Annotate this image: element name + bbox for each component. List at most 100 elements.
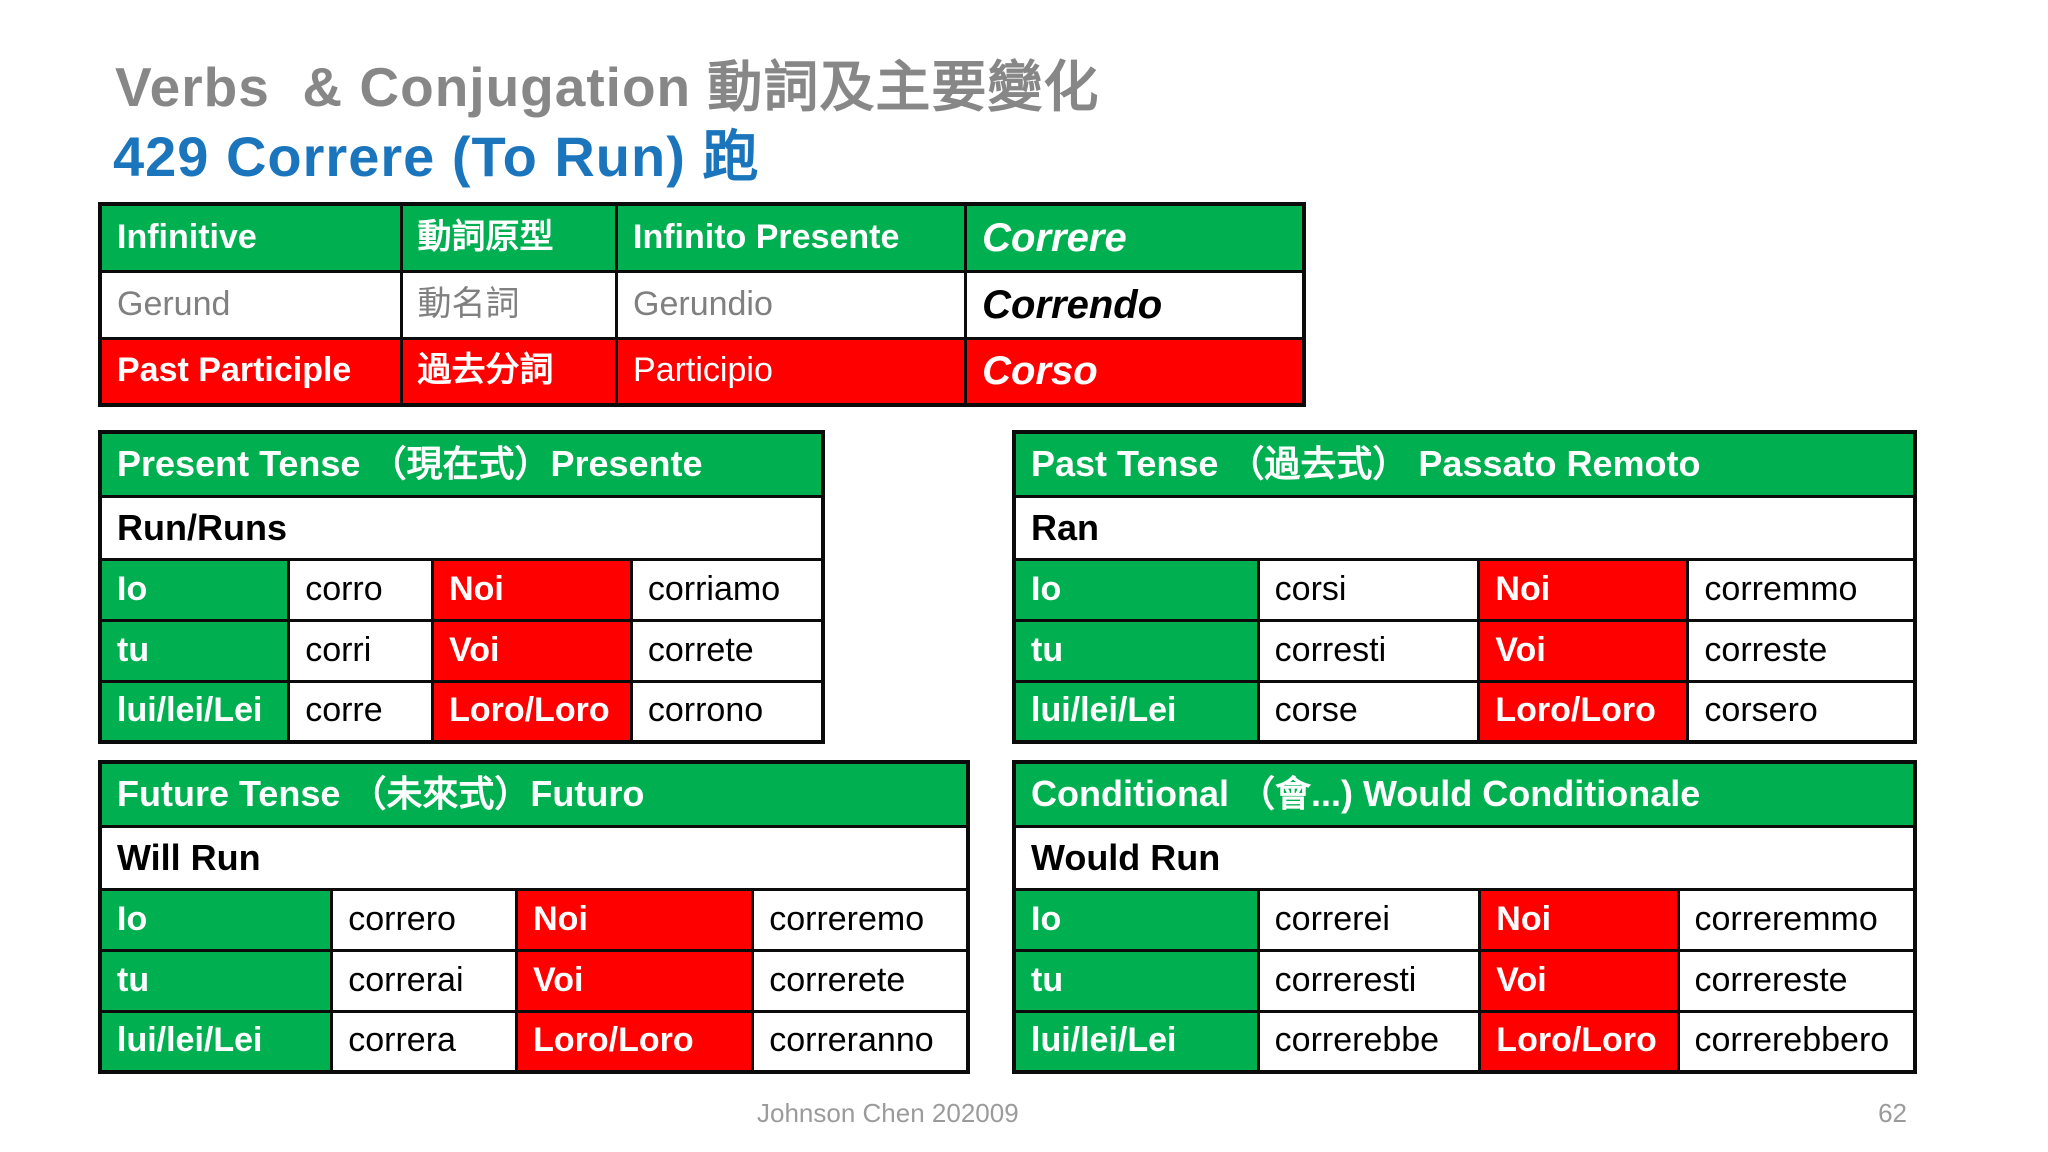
overview-table: Infinitive 動詞原型 Infinito Presente Correr… (98, 202, 1306, 407)
table-header-row: Conditional （會...) Would Conditionale (1012, 760, 1917, 828)
conjugation-row: Io corro Noi corriamo (98, 557, 825, 622)
verb-cell: corro (287, 557, 435, 622)
overview-english-label: Gerund (98, 269, 403, 340)
table-header-row: Future Tense （未來式）Futuro (98, 760, 970, 828)
overview-english-label: Past Participle (98, 336, 403, 407)
pronoun-cell: Voi (1477, 618, 1690, 683)
table-header-row: Past Tense （過去式） Passato Remoto (1012, 430, 1917, 498)
conjugation-row: tu corri Voi correte (98, 618, 825, 683)
verb-cell: corre (287, 679, 435, 744)
conjugation-row: lui/lei/Lei corre Loro/Loro corrono (98, 679, 825, 744)
conjugation-row: Io correrei Noi correremmo (1012, 887, 1917, 952)
overview-italian-label: Infinito Presente (615, 202, 968, 273)
pronoun-cell: Io (1012, 557, 1260, 622)
overview-verb-form: Correndo (964, 269, 1306, 340)
verb-cell: correreste (1676, 948, 1917, 1013)
conjugation-row: Io corsi Noi corremmo (1012, 557, 1917, 622)
verb-cell: correro (330, 887, 519, 952)
present-tense-table: Present Tense （現在式）Presente Run/Runs Io … (98, 430, 825, 744)
verb-cell: correranno (751, 1009, 970, 1074)
english-meaning: Ran (1012, 494, 1917, 561)
footer-author: Johnson Chen 202009 (757, 1098, 1019, 1128)
conjugation-row: tu correresti Voi correreste (1012, 948, 1917, 1013)
footer-page-number: 62 (1878, 1098, 1907, 1128)
conjugation-row: Io correro Noi correremo (98, 887, 970, 952)
verb-cell: correresti (1256, 948, 1482, 1013)
verb-cell: corremmo (1686, 557, 1917, 622)
pronoun-cell: Loro/Loro (515, 1009, 755, 1074)
english-meaning: Will Run (98, 824, 970, 891)
past-tense-table: Past Tense （過去式） Passato Remoto Ran Io c… (1012, 430, 1917, 744)
pronoun-cell: Loro/Loro (431, 679, 633, 744)
conjugation-row: lui/lei/Lei corse Loro/Loro corsero (1012, 679, 1917, 744)
pronoun-cell: Io (1012, 887, 1260, 952)
conjugation-row: tu corresti Voi correste (1012, 618, 1917, 683)
english-meaning-row: Ran (1012, 494, 1917, 561)
verb-cell: correste (1686, 618, 1917, 683)
pronoun-cell: tu (1012, 618, 1260, 683)
english-meaning-row: Would Run (1012, 824, 1917, 891)
slide-subtitle: 429 Correre (To Run) 跑 (113, 125, 760, 188)
pronoun-cell: Noi (1478, 887, 1680, 952)
pronoun-cell: lui/lei/Lei (1012, 679, 1260, 744)
overview-row-past-participle: Past Participle 過去分詞 Participio Corso (98, 336, 1306, 407)
verb-cell: correrei (1256, 887, 1482, 952)
pronoun-cell: Noi (515, 887, 755, 952)
conjugation-row: lui/lei/Lei correrebbe Loro/Loro correre… (1012, 1009, 1917, 1074)
verb-cell: correremmo (1676, 887, 1917, 952)
pronoun-cell: Voi (515, 948, 755, 1013)
pronoun-cell: Noi (431, 557, 633, 622)
verb-cell: corrono (629, 679, 825, 744)
pronoun-cell: lui/lei/Lei (98, 679, 291, 744)
table-header-row: Present Tense （現在式）Presente (98, 430, 825, 498)
conjugation-row: tu correrai Voi correrete (98, 948, 970, 1013)
overview-verb-form: Correre (964, 202, 1306, 273)
verb-cell: correrete (751, 948, 970, 1013)
verb-cell: corresti (1256, 618, 1481, 683)
pronoun-cell: Voi (1478, 948, 1680, 1013)
tense-header: Conditional （會...) Would Conditionale (1012, 760, 1917, 828)
overview-row-infinitive: Infinitive 動詞原型 Infinito Presente Correr… (98, 202, 1306, 273)
verb-cell: correra (330, 1009, 519, 1074)
verb-cell: corri (287, 618, 435, 683)
pronoun-cell: lui/lei/Lei (1012, 1009, 1260, 1074)
english-meaning: Would Run (1012, 824, 1917, 891)
overview-italian-label: Participio (615, 336, 968, 407)
pronoun-cell: tu (98, 948, 334, 1013)
overview-row-gerund: Gerund 動名詞 Gerundio Correndo (98, 269, 1306, 340)
verb-cell: correrebbero (1676, 1009, 1917, 1074)
pronoun-cell: tu (98, 618, 291, 683)
english-meaning-row: Run/Runs (98, 494, 825, 561)
slide-title: Verbs & Conjugation 動詞及主要變化 (115, 56, 1100, 118)
overview-chinese-label: 動詞原型 (399, 202, 619, 273)
overview-english-label: Infinitive (98, 202, 403, 273)
pronoun-cell: tu (1012, 948, 1260, 1013)
verb-cell: correte (629, 618, 825, 683)
pronoun-cell: Io (98, 887, 334, 952)
verb-cell: correrai (330, 948, 519, 1013)
future-tense-table: Future Tense （未來式）Futuro Will Run Io cor… (98, 760, 970, 1074)
pronoun-cell: Io (98, 557, 291, 622)
verb-cell: corriamo (629, 557, 825, 622)
verb-cell: correrebbe (1256, 1009, 1482, 1074)
english-meaning: Run/Runs (98, 494, 825, 561)
verb-cell: correremo (751, 887, 970, 952)
overview-chinese-label: 動名詞 (399, 269, 619, 340)
pronoun-cell: Loro/Loro (1477, 679, 1690, 744)
pronoun-cell: Noi (1477, 557, 1690, 622)
tense-header: Present Tense （現在式）Presente (98, 430, 825, 498)
tense-header: Future Tense （未來式）Futuro (98, 760, 970, 828)
english-meaning-row: Will Run (98, 824, 970, 891)
overview-chinese-label: 過去分詞 (399, 336, 619, 407)
pronoun-cell: Voi (431, 618, 633, 683)
verb-cell: corsi (1256, 557, 1481, 622)
overview-italian-label: Gerundio (615, 269, 968, 340)
tense-header: Past Tense （過去式） Passato Remoto (1012, 430, 1917, 498)
pronoun-cell: lui/lei/Lei (98, 1009, 334, 1074)
overview-verb-form: Corso (964, 336, 1306, 407)
conjugation-row: lui/lei/Lei correra Loro/Loro correranno (98, 1009, 970, 1074)
verb-cell: corse (1256, 679, 1481, 744)
verb-cell: corsero (1686, 679, 1917, 744)
conditional-table: Conditional （會...) Would Conditionale Wo… (1012, 760, 1917, 1074)
